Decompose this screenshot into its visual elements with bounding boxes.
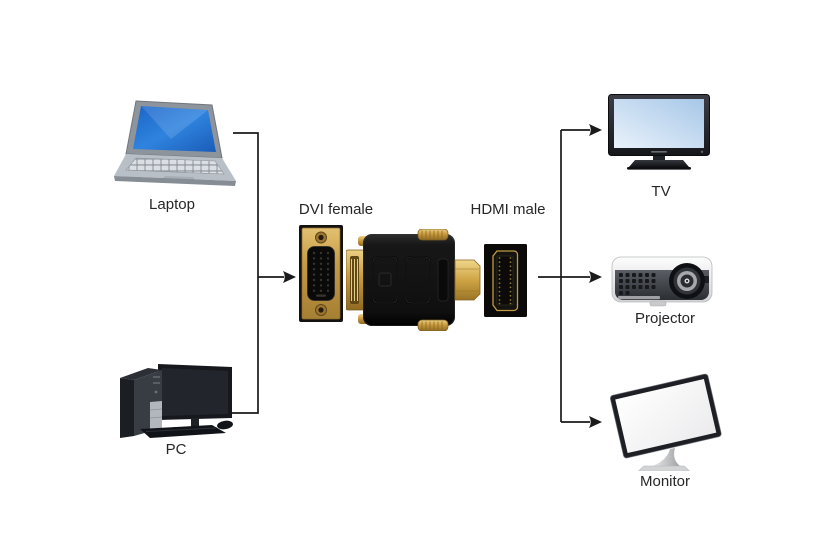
hdmi-male-label: HDMI male <box>470 201 546 218</box>
projector-label: Projector <box>634 310 696 327</box>
laptop-label: Laptop <box>149 196 195 213</box>
dvi-female-label: DVI female <box>298 201 374 218</box>
tv-image <box>607 93 712 175</box>
monitor-label: Monitor <box>639 473 691 490</box>
laptop-image <box>113 99 238 191</box>
arrowhead-to-projector <box>589 271 602 283</box>
hdmi-male-connector-image <box>484 244 527 317</box>
dvi-female-connector-image <box>299 225 343 322</box>
pc-label: PC <box>165 441 187 458</box>
arrowhead-to-monitor <box>589 416 602 428</box>
monitor-image <box>606 372 724 475</box>
adapter-image <box>346 229 481 331</box>
arrowhead-to-tv <box>589 124 602 136</box>
pc-image <box>112 360 237 445</box>
arrowhead-to-adapter <box>283 271 296 283</box>
tv-label: TV <box>651 183 671 200</box>
projector-image <box>610 250 715 310</box>
